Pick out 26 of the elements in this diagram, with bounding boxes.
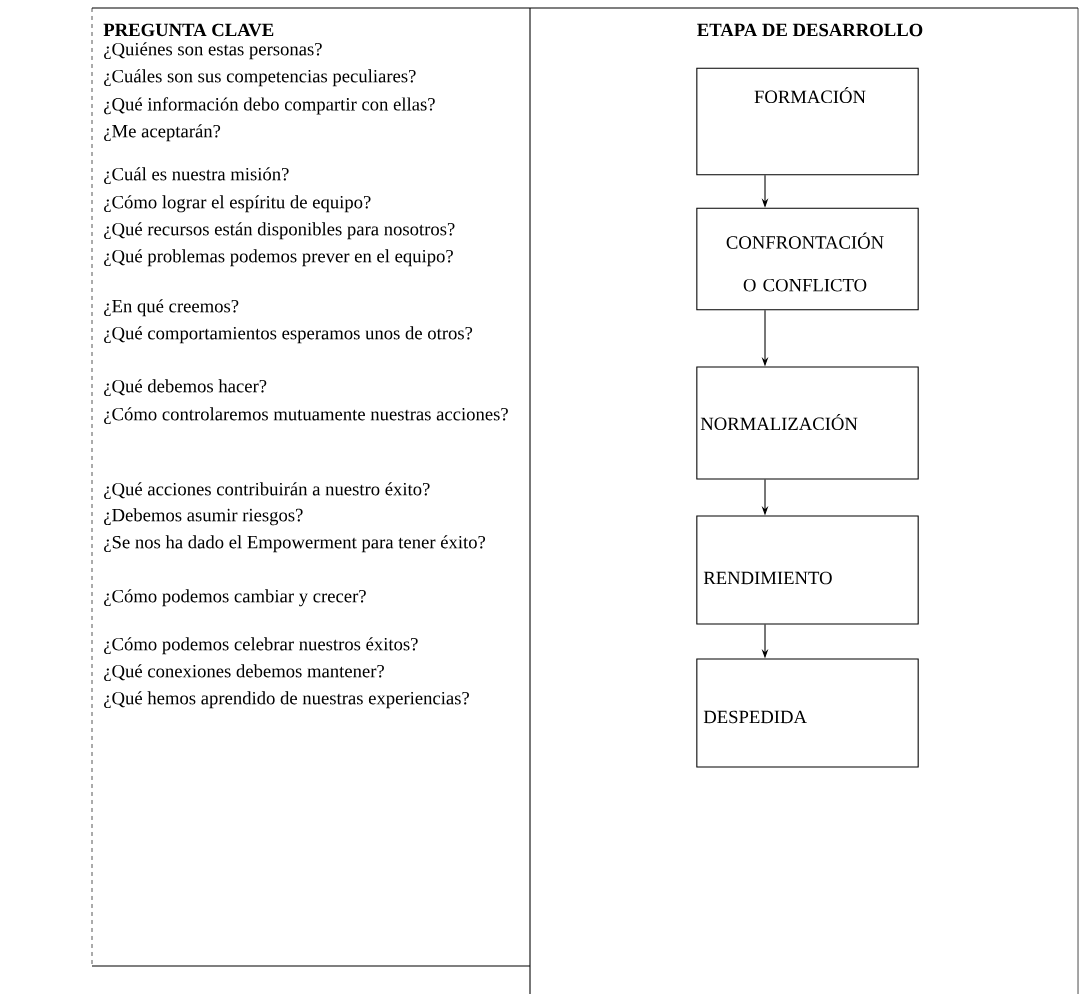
process-box: NORMALIZACIÓN bbox=[696, 366, 919, 480]
question-text: ¿Se nos ha dado el Empowerment para tener éxito? bbox=[104, 535, 486, 553]
question-text: ¿Cómo podemos cambiar y crecer? bbox=[104, 589, 366, 607]
process-box: DESPEDIDA bbox=[696, 658, 919, 768]
question-text: ¿Me aceptarán? bbox=[104, 124, 221, 142]
question-text: ¿Qué acciones contribuirán a nuestro éxito? bbox=[104, 482, 430, 500]
column-header: ETAPA DE DESARROLLO bbox=[697, 23, 923, 37]
question-text: ¿En qué creemos? bbox=[104, 299, 239, 317]
question-text: ¿Cómo controlaremos mutuamente nuestras acciones? bbox=[104, 407, 508, 425]
question-text: ¿Qué problemas podemos prever en el equipo? bbox=[104, 249, 453, 267]
process-box: FORMACIÓN bbox=[696, 67, 919, 176]
process-box: CONFRONTACIÓN O CONFLICTO bbox=[696, 207, 919, 311]
question-text: ¿Qué recursos están disponibles para nosotros? bbox=[104, 222, 455, 240]
question-text: ¿Cómo lograr el espíritu de equipo? bbox=[104, 195, 371, 213]
question-text: ¿Qué debemos hacer? bbox=[104, 379, 267, 397]
question-text: ¿Qué información debo compartir con ellas? bbox=[104, 97, 435, 115]
question-text: ¿Cuál es nuestra misión? bbox=[104, 167, 289, 185]
question-text: ¿Qué comportamientos esperamos unos de otros? bbox=[104, 326, 473, 344]
question-text: ¿Qué hemos aprendido de nuestras experiencias? bbox=[104, 691, 469, 709]
process-box: RENDIMIENTO bbox=[696, 515, 919, 625]
question-text: ¿Cómo podemos celebrar nuestros éxitos? bbox=[104, 637, 418, 655]
question-text: ¿Quiénes son estas personas? bbox=[104, 42, 322, 60]
column-header: PREGUNTA CLAVE bbox=[103, 23, 274, 37]
question-text: ¿Qué conexiones debemos mantener? bbox=[104, 664, 384, 682]
question-text: ¿Debemos asumir riesgos? bbox=[104, 508, 303, 526]
question-text: ¿Cuáles son sus competencias peculiares? bbox=[104, 69, 416, 87]
